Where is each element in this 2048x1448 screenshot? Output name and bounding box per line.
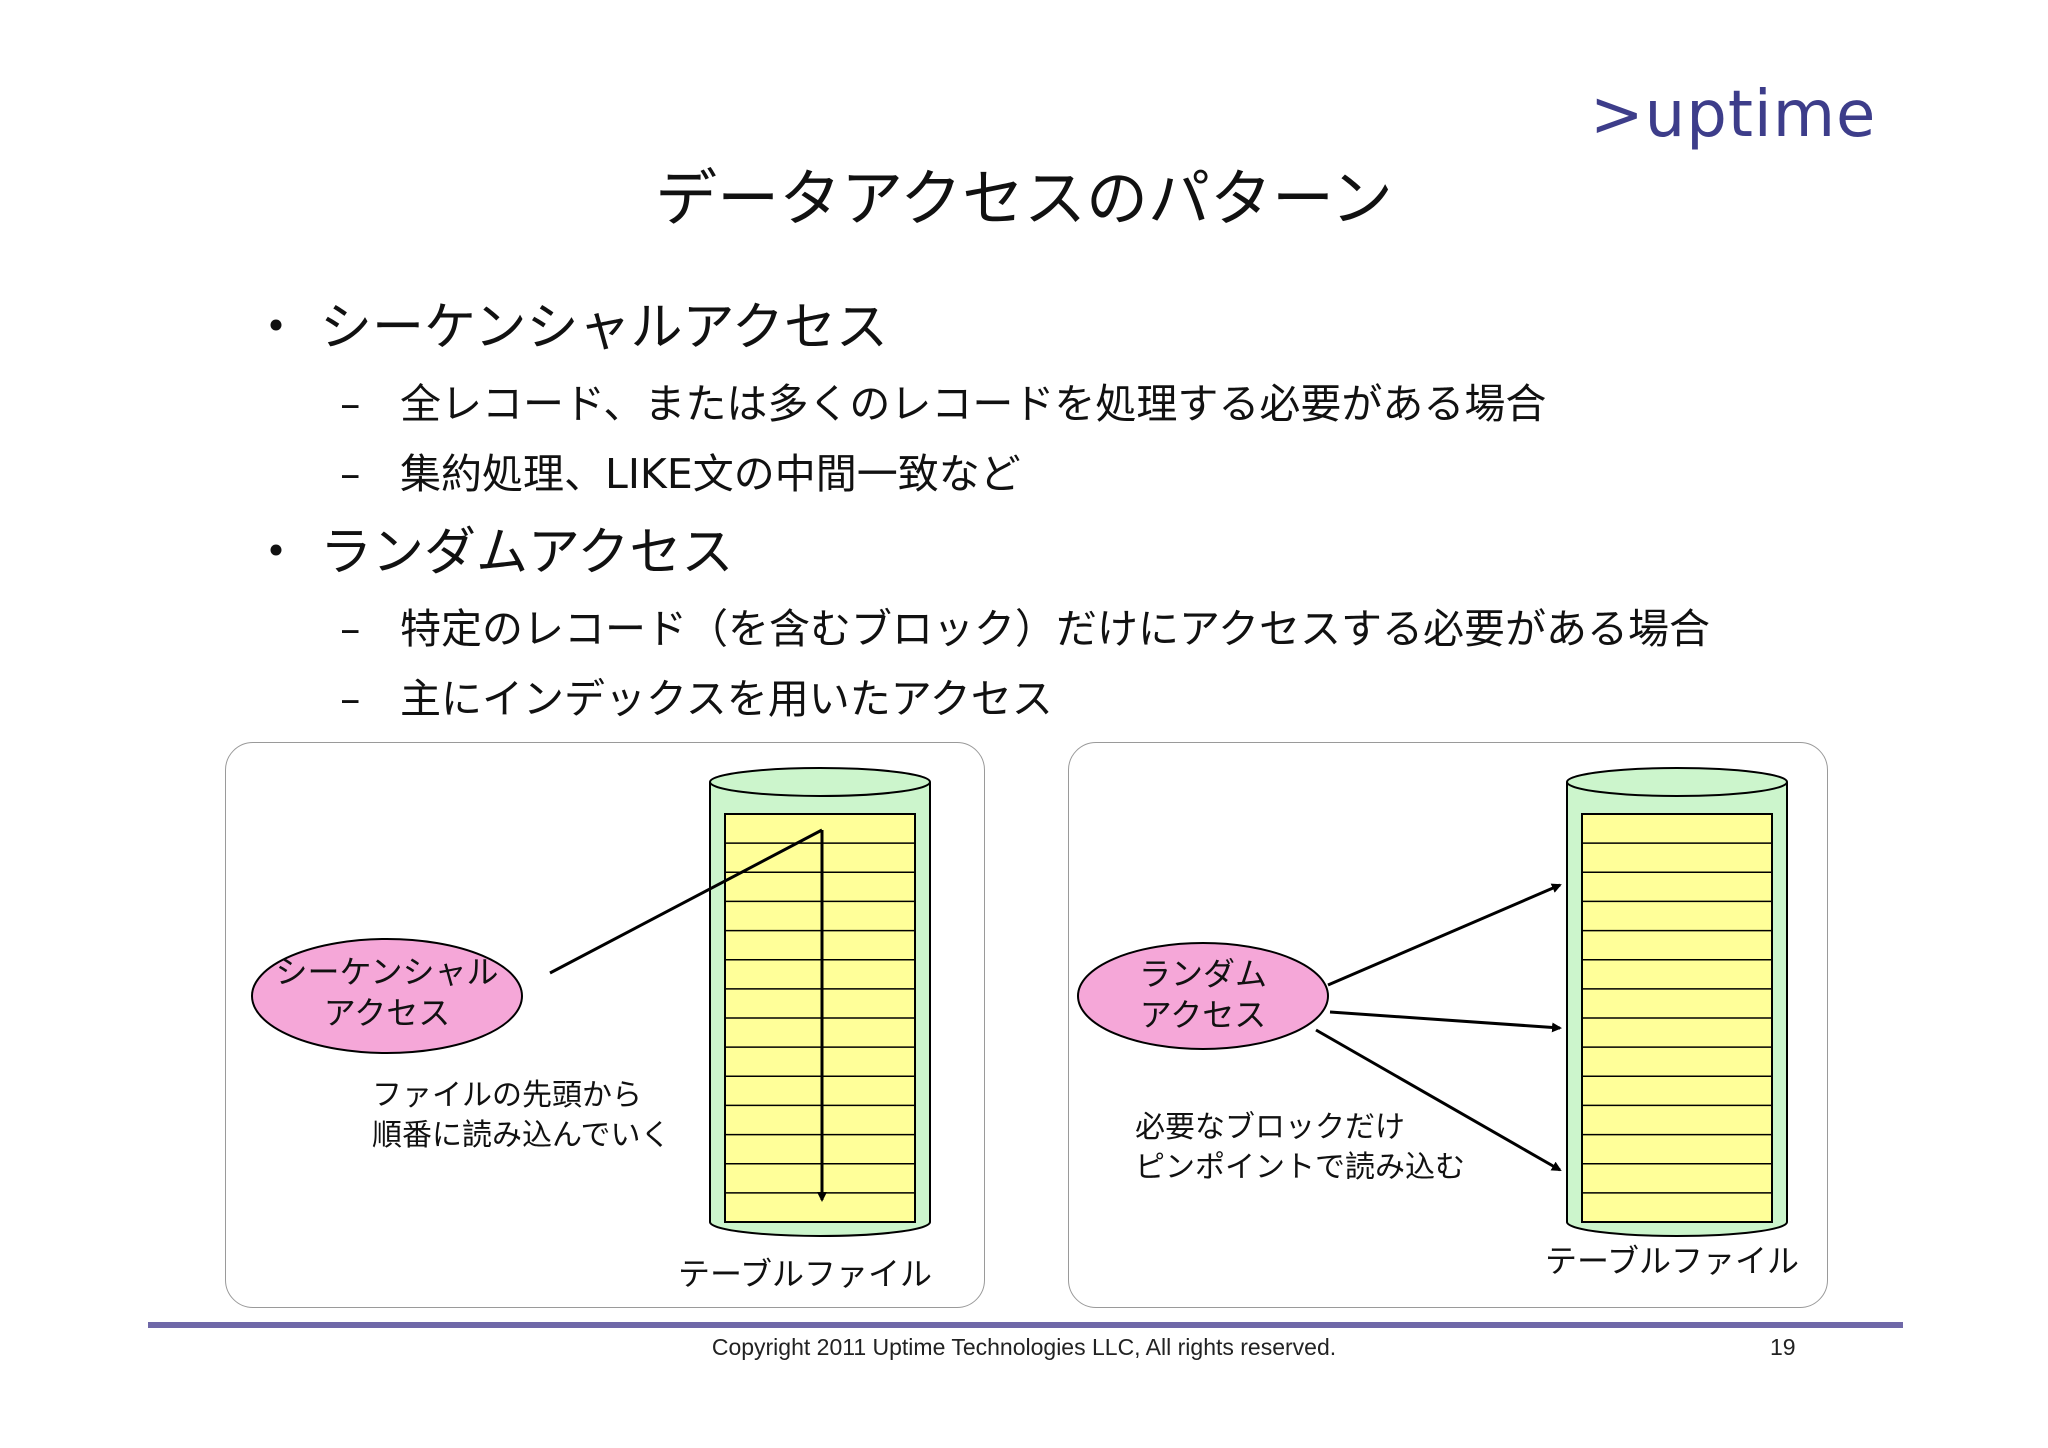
footer-divider: [148, 1322, 1903, 1328]
table-file-cylinder-right: [1566, 767, 1788, 1237]
bullet-text: ランダムアクセス: [320, 523, 734, 583]
slide-title: データアクセスのパターン: [655, 162, 1393, 235]
table-file-label-left: テーブルファイル: [678, 1255, 932, 1293]
table-file-cylinder-left: [709, 767, 931, 1237]
sub-bullet: –特定のレコード（を含むブロック）だけにアクセスする必要がある場合: [340, 595, 1710, 655]
cylinder-top: [1566, 767, 1788, 797]
table-rows: [1581, 813, 1773, 1223]
table-file-label-right: テーブルファイル: [1545, 1242, 1799, 1280]
bullet-text: シーケンシャルアクセス: [320, 298, 888, 358]
page-number: 19: [1770, 1334, 1796, 1360]
random-arrow-lower: [1315, 1028, 1562, 1172]
dash-marker: –: [340, 450, 361, 498]
sub-bullet-text: 全レコード、または多くのレコードを処理する必要がある場合: [400, 380, 1547, 428]
random-note-line1: 必要なブロックだけ: [1135, 1110, 1405, 1145]
copyright-text: Copyright 2011 Uptime Technologies LLC, …: [711, 1334, 1337, 1360]
table-rows: [724, 813, 916, 1223]
bullet-random: ・ランダムアクセス: [250, 510, 733, 585]
random-access-ellipse: [1077, 942, 1329, 1050]
sub-bullet-text: 特定のレコード（を含むブロック）だけにアクセスする必要がある場合: [400, 605, 1710, 653]
random-note-line2: ピンポイントで読み込む: [1135, 1150, 1465, 1185]
dash-marker: –: [340, 605, 361, 653]
sub-bullet: –全レコード、または多くのレコードを処理する必要がある場合: [340, 370, 1546, 430]
random-arrow-middle: [1329, 1010, 1562, 1033]
dash-marker: –: [340, 675, 361, 723]
ellipse-label-line2: アクセス: [1140, 996, 1266, 1034]
dash-marker: –: [340, 380, 361, 428]
sub-bullet-text: 集約処理、LIKE文の中間一致など: [400, 450, 1021, 498]
sequential-connector-line: [549, 828, 823, 975]
bullet-sequential: ・シーケンシャルアクセス: [250, 285, 888, 360]
sub-bullet: –主にインデックスを用いたアクセス: [340, 665, 1053, 725]
cylinder-top: [709, 767, 931, 797]
sequential-note-line1: ファイルの先頭から: [372, 1078, 642, 1113]
random-arrow-upper: [1327, 883, 1562, 987]
ellipse-label-line1: ランダム: [1139, 955, 1267, 993]
ellipse-label-line2: アクセス: [324, 994, 450, 1032]
sub-bullet-text: 主にインデックスを用いたアクセス: [400, 675, 1053, 723]
sequential-note-line2: 順番に読み込んでいく: [372, 1118, 671, 1153]
sub-bullet: –集約処理、LIKE文の中間一致など: [340, 440, 1021, 500]
ellipse-label-line1: シーケンシャル: [275, 953, 498, 991]
bullet-marker: ・: [250, 523, 303, 583]
sequential-access-ellipse: [251, 938, 523, 1054]
bullet-marker: ・: [250, 298, 303, 358]
uptime-logo: >uptime: [1590, 78, 1877, 152]
